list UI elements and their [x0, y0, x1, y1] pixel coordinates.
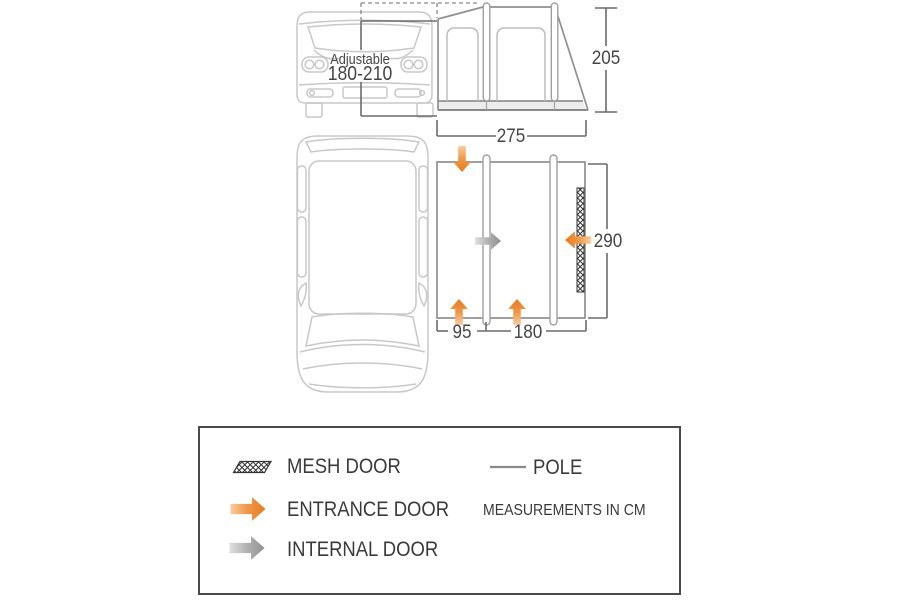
dimension-width-275: 275: [436, 120, 587, 146]
front-section-value: 95: [452, 321, 471, 342]
van-front-foglight-left: [306, 88, 334, 98]
van-front-foglight-left-dot: [308, 89, 316, 97]
van-front-headlight-right-bulb2: [413, 59, 424, 70]
main-section-value: 180: [514, 321, 543, 342]
van-front-headlight-left-bulb2: [314, 59, 325, 70]
van-top-hood-line1: [299, 343, 426, 353]
van-front-license-plate: [342, 86, 388, 99]
dimension-depth-290: 290: [588, 163, 623, 319]
van-front-foglight-right-dot: [418, 89, 426, 97]
adjustable-range-label: 180-210: [328, 62, 393, 84]
pole-icon: [482, 2, 491, 102]
legend-measurements-note: MEASUREMENTS IN CM: [483, 501, 646, 519]
van-top-window-left-front: [296, 216, 307, 278]
van-top-windshield: [305, 312, 420, 347]
van-top-mirror-left: [297, 281, 307, 308]
van-front-hood-crease-left: [313, 49, 332, 60]
floor-plan-outline: [436, 161, 586, 319]
van-front-headlight-right: [400, 56, 428, 73]
van-front-hood-crease-right: [395, 49, 414, 60]
van-top-mirror-right: [418, 281, 428, 308]
van-front-wheel-right: [416, 102, 434, 118]
van-top-body: [296, 135, 429, 393]
van-front-headlight-left-bulb1: [304, 59, 315, 70]
awning-floor-plan: [436, 146, 591, 326]
pole-icon: [550, 2, 559, 102]
awning-side-roof-slope: [437, 6, 484, 20]
awning-side-view: [360, 2, 589, 111]
dimension-adjustable: Adjustable 180-210: [328, 20, 437, 117]
van-front-headlight-right-bulb1: [403, 59, 414, 70]
van-front-bumper-top: [298, 82, 431, 86]
van-top-window-right-rear: [418, 165, 429, 213]
van-top-view: [296, 135, 429, 393]
van-top-window-right-front: [418, 216, 429, 278]
van-front-view: [296, 11, 434, 118]
van-top-hood-line2: [302, 362, 423, 370]
van-top-front-bumper: [308, 383, 417, 389]
awning-side-door-2: [496, 27, 546, 101]
legend-box: [198, 426, 681, 595]
awning-side-door-1: [446, 27, 479, 101]
height-value: 205: [592, 47, 621, 68]
van-top-rear-window: [304, 137, 421, 153]
dimension-height-205: 205: [592, 7, 621, 113]
legend-mesh-door-label: MESH DOOR: [287, 455, 401, 478]
legend-entrance-door-label: ENTRANCE DOOR: [287, 498, 449, 521]
pole-icon: [549, 154, 558, 326]
van-front-wheel-left: [305, 102, 323, 118]
dimension-sections: 95 180: [436, 320, 587, 342]
legend: MESH DOOR ENTRANCE DOOR INTERNAL DOOR PO…: [198, 426, 681, 595]
van-front-foglight-right: [394, 88, 422, 98]
width-value: 275: [497, 125, 526, 146]
depth-value: 290: [594, 230, 623, 251]
van-front-headlight-left: [301, 56, 329, 73]
van-top-window-left-rear: [296, 165, 307, 213]
awning-side-rear-diagonal: [554, 6, 589, 111]
adjustable-label: Adjustable: [330, 50, 390, 67]
legend-item-mesh-door: MESH DOOR: [232, 455, 401, 478]
legend-item-pole: POLE: [490, 456, 582, 479]
mesh-door-icon: [232, 460, 273, 474]
van-front-windshield: [306, 23, 423, 53]
legend-item-internal-door: INTERNAL DOOR: [229, 536, 438, 561]
legend-pole-label: POLE: [533, 456, 582, 479]
legend-internal-door-label: INTERNAL DOOR: [287, 538, 438, 561]
awning-side-skirt: [438, 101, 586, 110]
legend-item-entrance-door: ENTRANCE DOOR: [230, 497, 449, 521]
